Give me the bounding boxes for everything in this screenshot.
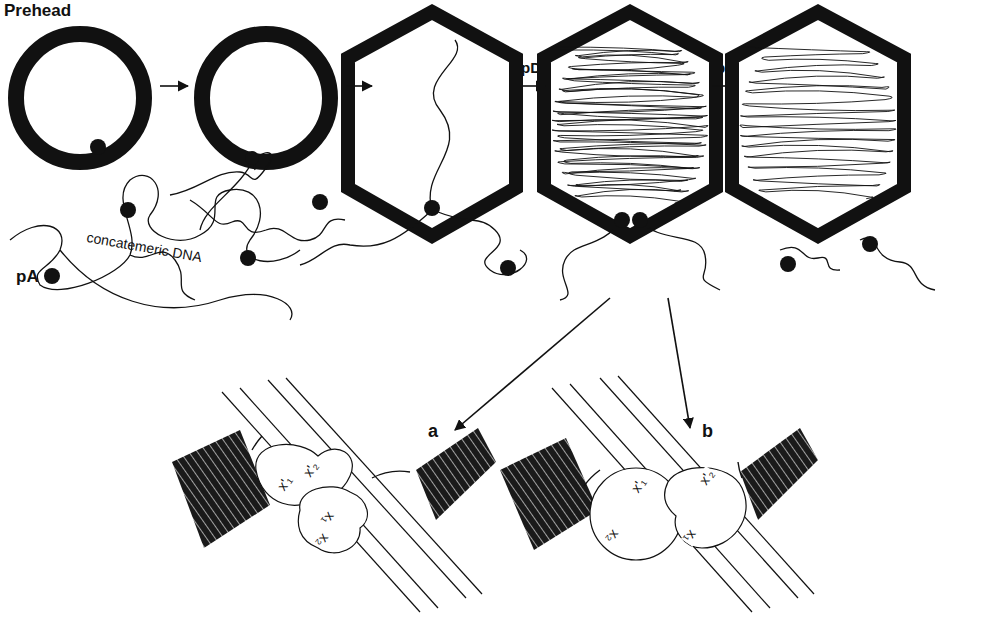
pA-protein — [90, 139, 106, 155]
packaged-dna — [557, 50, 703, 191]
pA-protein — [862, 236, 878, 252]
capsid-shell — [732, 12, 904, 236]
prehead-shell — [16, 34, 144, 162]
step-arrow — [712, 85, 736, 87]
dna-strand — [640, 220, 720, 290]
packaged-dna — [740, 47, 896, 199]
capsid-wall — [740, 428, 818, 520]
inset-a — [172, 378, 496, 612]
packaged-dna — [552, 47, 708, 203]
capsid-wall — [416, 428, 496, 520]
pA-protein-pair — [298, 487, 367, 553]
protein-label: pD? — [521, 60, 550, 75]
dna-strand — [240, 388, 438, 608]
portal-pA — [424, 200, 440, 216]
portal-pA — [245, 151, 259, 165]
capsid-wall — [500, 438, 598, 550]
wall-contact — [584, 470, 600, 486]
pA-protein — [500, 260, 516, 276]
wall-contact — [738, 462, 742, 478]
portal-pA — [614, 212, 630, 228]
prehead-shell — [202, 34, 330, 162]
dna-strand — [600, 378, 798, 598]
panel-letter: a — [428, 422, 438, 440]
wall-contact — [372, 471, 410, 478]
dna-strand — [222, 392, 420, 612]
dna-entering — [430, 40, 458, 210]
panel-letter: b — [702, 422, 713, 440]
wall-contact — [252, 436, 262, 450]
dna-strand — [300, 210, 432, 265]
stage-label: Prehead — [4, 2, 71, 19]
capsid-wall — [172, 430, 270, 548]
capsid-shell — [544, 12, 716, 236]
capsid-shell — [348, 12, 516, 236]
zoom-arrow — [455, 298, 610, 430]
pA-protein — [312, 194, 328, 210]
step-arrow — [520, 85, 546, 87]
dna-strand — [200, 158, 254, 230]
dna-strand — [552, 388, 752, 612]
zoom-arrow — [668, 298, 690, 428]
step-arrow — [160, 85, 188, 87]
protein-label: pD — [716, 60, 736, 75]
dna-strand — [560, 220, 622, 300]
pA-protein — [780, 256, 796, 272]
dna-label: concatemeric DNA — [86, 230, 203, 264]
step-arrow — [346, 85, 372, 87]
pA-protein — [240, 250, 256, 266]
inset-b — [500, 376, 818, 612]
dna-strand — [570, 384, 770, 608]
pA-protein — [44, 268, 60, 284]
protein-label: pA — [16, 268, 39, 285]
concatemeric-dna — [60, 250, 292, 320]
portal-pA — [632, 212, 648, 228]
pA-protein — [120, 202, 136, 218]
